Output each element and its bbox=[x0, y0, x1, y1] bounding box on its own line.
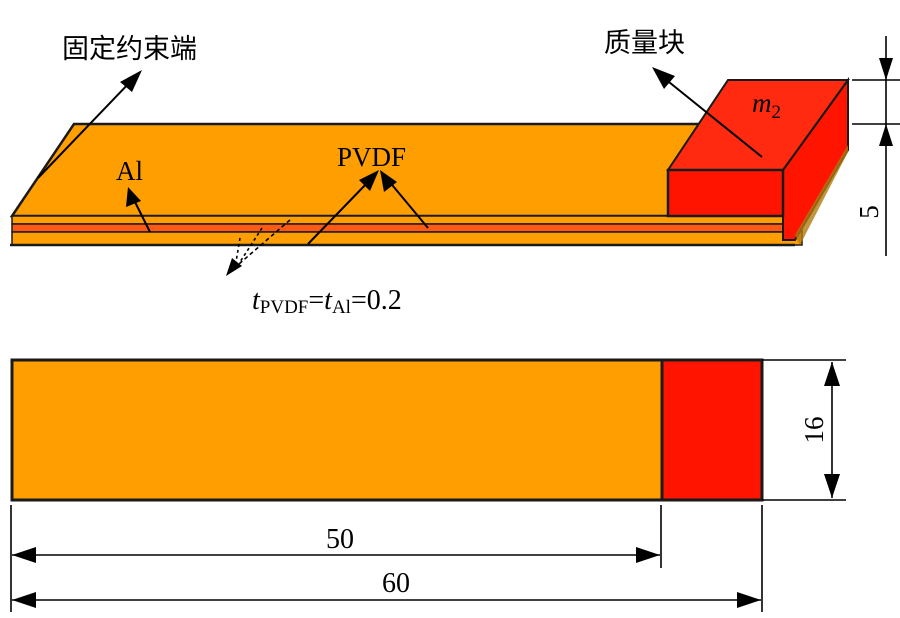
fixed-end-label: 固定约束端 bbox=[62, 34, 197, 65]
height-dimension-label: 5 bbox=[854, 205, 884, 219]
plan-view: 16 50 60 bbox=[10, 358, 846, 612]
beam-length-label: 50 bbox=[326, 524, 354, 555]
beam-layer-bottom bbox=[11, 231, 803, 246]
width-dimension-label: 16 bbox=[799, 417, 829, 444]
pvdf-arrow-right-icon bbox=[380, 170, 397, 192]
thickness-arrow-icon bbox=[226, 258, 242, 276]
mass-label: m2 bbox=[752, 88, 781, 123]
pvdf-arrow-left-icon bbox=[359, 170, 379, 191]
length-50-arrow-left-icon bbox=[12, 547, 36, 563]
length-60-arrow-right-icon bbox=[737, 592, 761, 608]
height-dim-arrow-up-icon bbox=[879, 124, 893, 146]
thickness-label: tPVDF=tAl=0.2 bbox=[252, 285, 402, 318]
mass-block-label: 质量块 bbox=[604, 28, 685, 59]
plan-beam bbox=[10, 358, 664, 502]
length-60-arrow-left-icon bbox=[12, 592, 36, 608]
total-length-label: 60 bbox=[382, 568, 410, 599]
length-50-arrow-right-icon bbox=[636, 547, 660, 563]
mass-block-arrow-icon bbox=[652, 67, 675, 89]
height-dim-arrow-down-icon bbox=[879, 58, 893, 80]
mass-block-striped-side bbox=[795, 145, 848, 245]
width-dim-arrow-down-icon bbox=[824, 474, 840, 498]
width-dim-arrow-up-icon bbox=[824, 362, 840, 386]
plan-mass bbox=[660, 358, 764, 502]
fixed-end-arrow-icon bbox=[120, 70, 142, 92]
pvdf-label: PVDF bbox=[337, 142, 406, 172]
al-arrow-icon bbox=[126, 187, 141, 207]
beam-layer-pvdf bbox=[11, 223, 803, 233]
mass-block-front bbox=[666, 168, 785, 218]
isometric-view: m2 固定约束端 质量块 Al PVDF tPVDF=tAl=0.2 bbox=[9, 28, 900, 318]
al-label: Al bbox=[116, 156, 143, 186]
